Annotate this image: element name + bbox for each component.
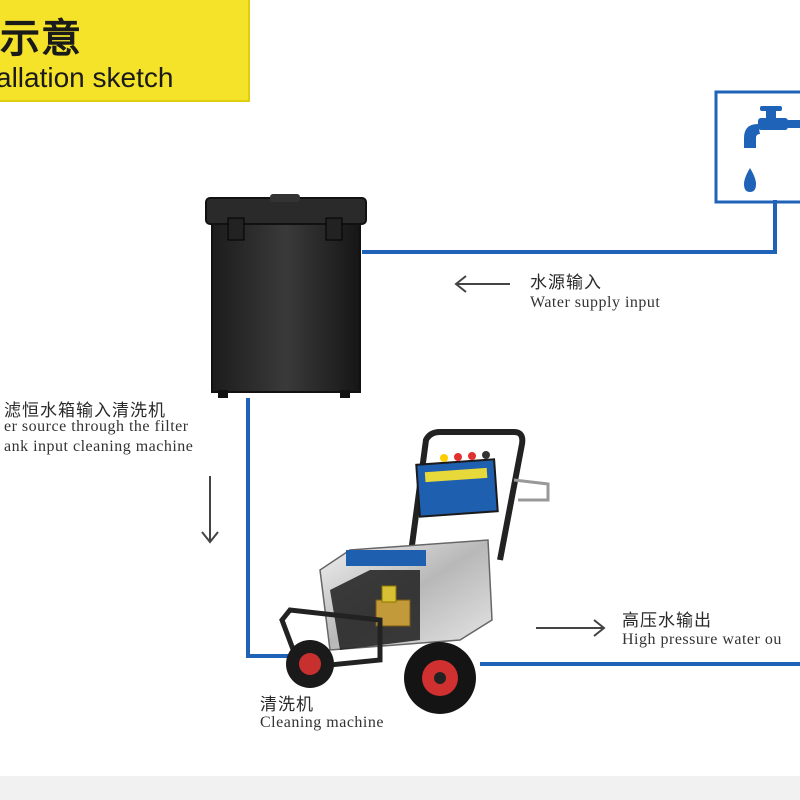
pipe-supply-horizontal <box>362 250 777 254</box>
water-supply-label-en: Water supply input <box>530 294 661 311</box>
filter-label-cn: 滤恒水箱输入清洗机 <box>4 401 166 421</box>
pipe-supply-down <box>773 200 777 254</box>
pipe-to-machine <box>246 654 296 658</box>
machine-label-cn: 清洗机 <box>260 695 314 715</box>
high-pressure-label-en: High pressure water ou <box>622 631 782 648</box>
high-pressure-label-cn: 高压水输出 <box>622 611 712 631</box>
bottom-band <box>0 776 800 800</box>
water-supply-label-cn: 水源输入 <box>530 273 602 293</box>
banner-title-en: allation sketch <box>0 62 174 93</box>
header-banner <box>0 0 250 102</box>
filter-label-en-2: ank input cleaning machine <box>4 438 194 455</box>
filter-label-en-1: er source through the filter <box>4 418 189 435</box>
banner-title-cn: 示意 <box>0 16 82 62</box>
pipe-tank-down <box>246 398 250 658</box>
pipe-output <box>480 662 800 666</box>
machine-label-en: Cleaning machine <box>260 714 384 731</box>
